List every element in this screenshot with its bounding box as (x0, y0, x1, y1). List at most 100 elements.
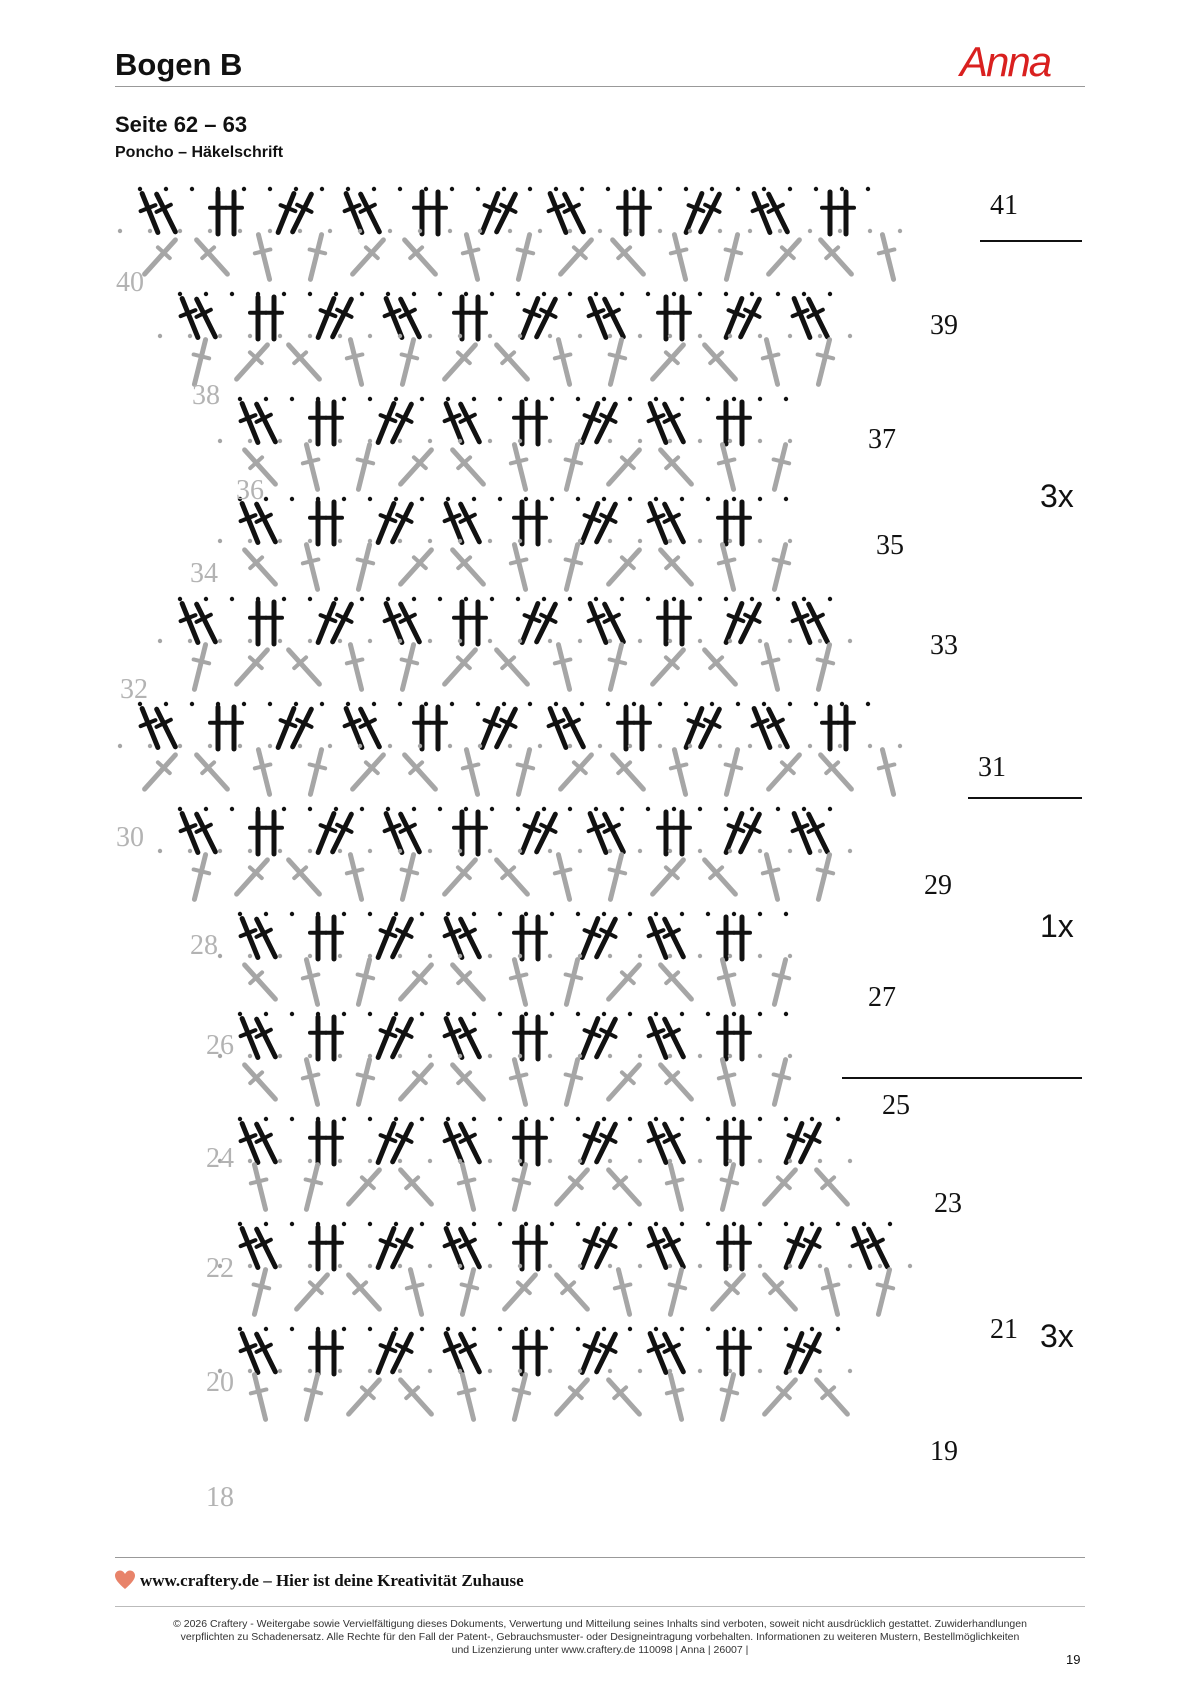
chain-dot (445, 911, 451, 917)
chain-dot-grey (427, 848, 433, 854)
stitch-odd-row (766, 706, 790, 750)
stitch-even-row (350, 752, 386, 792)
chain-dot (229, 291, 235, 297)
chain-dot (345, 186, 351, 192)
chain-dot-grey (307, 953, 313, 959)
stitch-even-row-bar (344, 867, 365, 876)
stitch-even-row (511, 542, 529, 592)
stitch-even-row (667, 1162, 685, 1212)
chain-dot-grey (637, 1368, 643, 1374)
chain-dot (627, 1011, 633, 1017)
chain-dot (319, 186, 325, 192)
stitch-odd-row (647, 1331, 669, 1375)
chain-dot (237, 496, 243, 502)
stitch-odd-row (738, 601, 762, 645)
chain-dot-grey (277, 1053, 283, 1059)
chain-dot (627, 1116, 633, 1122)
stitch-odd-row-bar (646, 1238, 666, 1249)
chain-dot (523, 496, 529, 502)
chain-dot (679, 1221, 685, 1227)
stitch-odd-row-bar (582, 1028, 602, 1039)
stitch-odd-row (751, 191, 773, 235)
stitch-even-row (242, 547, 278, 587)
stitch-even-row-bar (191, 867, 212, 876)
stitch-even-row (815, 337, 833, 387)
stitch-even-row (251, 1267, 269, 1317)
chain-dot-grey (397, 1053, 403, 1059)
stitch-even-row-bar (251, 1282, 272, 1291)
chain-dot-grey (487, 638, 493, 644)
stitch-even-row (671, 232, 689, 282)
stitch-odd-row-bar (582, 513, 602, 524)
chain-dot (471, 1011, 477, 1017)
stitch-odd-row-bar (382, 823, 402, 834)
chain-dot (813, 701, 819, 707)
chain-dot-grey (457, 848, 463, 854)
chain-dot (827, 806, 833, 812)
chain-dot-grey (697, 333, 703, 339)
stitch-odd-row-bar (586, 613, 606, 624)
stitch-even-row (191, 852, 209, 902)
chain-dot (705, 911, 711, 917)
stitch-odd-row (315, 601, 337, 645)
chain-dot-grey (607, 1263, 613, 1269)
chain-dot (445, 1221, 451, 1227)
chain-dot (627, 496, 633, 502)
chain-dot (263, 496, 269, 502)
stitch-odd-row-bar (254, 927, 273, 939)
chain-dot (471, 1326, 477, 1332)
stitch-odd-row-bar (743, 822, 762, 834)
stitch-odd-row (783, 1226, 805, 1270)
stitch-even-row (450, 1062, 486, 1102)
stitch-odd-row (683, 191, 705, 235)
chain-dot-grey (267, 228, 273, 234)
stitch-odd-row (458, 916, 482, 960)
stitch-even-row-bar (560, 1280, 577, 1296)
chain-dot-grey (667, 538, 673, 544)
stitch-even-row-bar (352, 1280, 369, 1296)
chain-dot-grey (547, 1158, 553, 1164)
stitch-even-row (771, 1057, 789, 1107)
stitch-odd-row (579, 916, 601, 960)
row-label-21: 21 (990, 1314, 1018, 1345)
stitch-even-row (494, 342, 530, 382)
chain-dot (757, 396, 763, 402)
chain-dot (523, 396, 529, 402)
chain-dot-grey (217, 438, 223, 444)
stitch-odd-row (343, 191, 365, 235)
chain-dot (757, 911, 763, 917)
row-label-34: 34 (190, 558, 218, 589)
stitch-even-row-bar (815, 352, 836, 361)
chain-dot (631, 701, 637, 707)
chain-dot (731, 1011, 737, 1017)
stitch-even-row (191, 642, 209, 692)
chain-dot (801, 291, 807, 297)
stitch-odd-row (375, 916, 397, 960)
chain-dot-grey (357, 743, 363, 749)
stitch-even-row-bar (779, 760, 796, 776)
stitch-odd-row-bar (395, 1027, 414, 1039)
stitch-odd-row (723, 811, 745, 855)
chain-dot (787, 186, 793, 192)
stitch-odd-row-bar (803, 1132, 822, 1144)
stitch-even-row-bar (616, 245, 633, 261)
legal-line-3: und Lizenzierung unter www.craftery.de 1… (451, 1644, 749, 1656)
stitch-even-row-bar (663, 865, 680, 881)
chain-dot-grey (387, 743, 393, 749)
chain-dot-grey (787, 1158, 793, 1164)
chain-dot-grey (187, 638, 193, 644)
chain-dot-grey (727, 538, 733, 544)
stitch-even-row (511, 442, 529, 492)
chain-dot (757, 1116, 763, 1122)
chain-dot (761, 186, 767, 192)
stitch-odd-row-bar (539, 822, 558, 834)
chain-dot-grey (307, 1158, 313, 1164)
chain-dot (705, 1116, 711, 1122)
chain-dot (575, 396, 581, 402)
chain-dot (549, 1116, 555, 1122)
chain-dot (653, 396, 659, 402)
chain-dot-grey (697, 1158, 703, 1164)
stitch-even-row (402, 237, 438, 277)
chain-dot (333, 596, 339, 602)
stitch-odd-row-bar (646, 513, 666, 524)
